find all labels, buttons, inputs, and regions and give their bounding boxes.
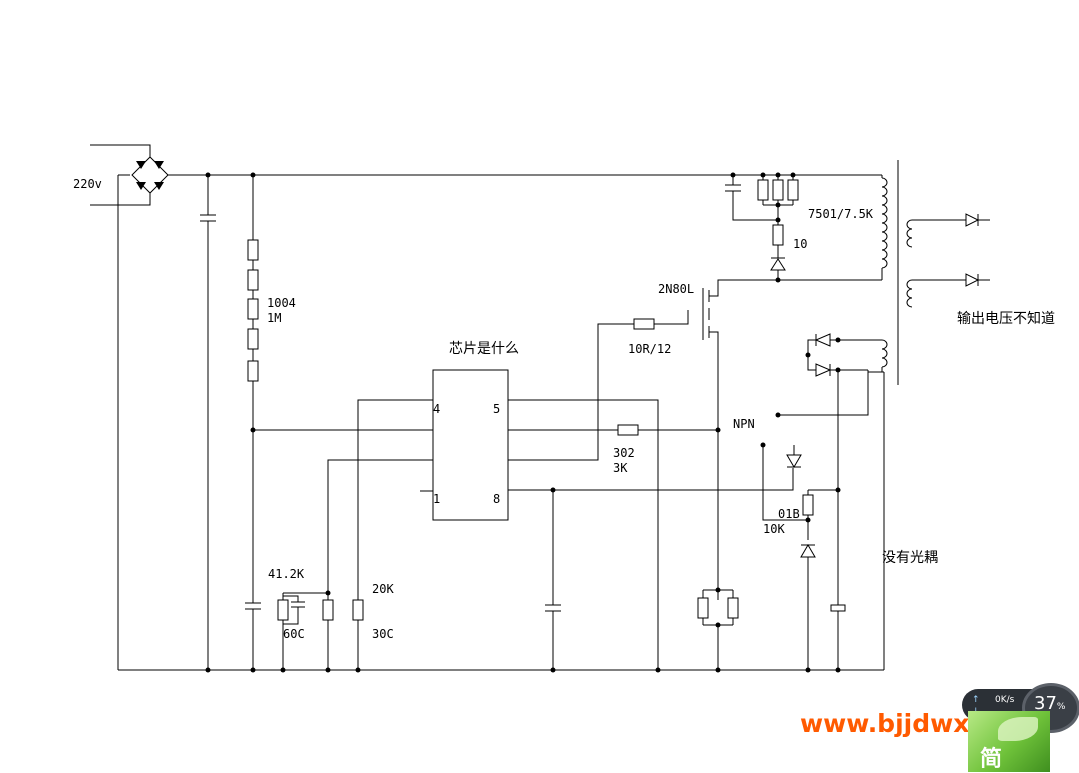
snubber-diode-resistor-label: 10 [793, 237, 807, 251]
resistor-chain-label: 1004 [267, 296, 296, 310]
output-unknown-label: 输出电压不知道 [957, 310, 1055, 327]
mosfet-label: 2N80L [658, 282, 694, 296]
ime-char: 简 [980, 747, 1003, 772]
percent-unit: % [1056, 702, 1066, 712]
control-chip [420, 369, 509, 521]
source-resistor-pair [697, 587, 739, 673]
npn-label: NPN [733, 417, 755, 431]
sense-resistor-value-label: 3K [613, 461, 628, 475]
gate-resistor-label: 10R/12 [628, 342, 671, 356]
percent-value: 37% [1034, 693, 1065, 714]
pin4-label: 4 [433, 402, 440, 416]
transformer-secondary-1 [906, 213, 990, 248]
pin8-label: 8 [493, 492, 500, 506]
mosfet [702, 277, 882, 600]
no-optocoupler-label: 没有光耦 [882, 550, 938, 566]
percent-ring [1022, 683, 1079, 733]
resistor-chain-value-label: 1M [267, 311, 281, 325]
zener-resistor-label: 10K [763, 522, 785, 536]
feedback-network [760, 442, 838, 673]
upload-arrow-icon: ↑ [972, 695, 980, 705]
r-20k-label: 20K [372, 582, 394, 596]
chip-wiring [253, 323, 794, 673]
aux-capacitor [830, 604, 846, 673]
ac-input [90, 144, 151, 670]
bulk-capacitor [200, 172, 216, 673]
r-41k-label: 41.2K [268, 567, 305, 581]
startup-resistor-chain [245, 172, 261, 673]
bridge-rectifier [131, 156, 180, 194]
pin1-label: 1 [433, 492, 440, 506]
snubber-network [725, 172, 799, 280]
cap-60c-label: 60C [283, 627, 305, 641]
sense-resistor-label: 302 [613, 446, 635, 460]
rc-network [277, 590, 364, 673]
gate-resistor [633, 310, 689, 330]
input-voltage-label: 220v [73, 177, 102, 191]
ime-leaf-shape [998, 717, 1038, 741]
speed-value: 0K/s [995, 695, 1015, 705]
transformer-secondary-2 [906, 273, 990, 308]
pin5-label: 5 [493, 402, 500, 416]
zener-label: 01B [778, 507, 800, 521]
aux-winding [775, 333, 888, 670]
percent-number: 37 [1034, 693, 1057, 714]
chip-question-label: 芯片是什么 [449, 341, 519, 357]
cap-30c-label: 30C [372, 627, 394, 641]
transformer-primary [881, 175, 888, 280]
snubber-resistors-label: 7501/7.5K [808, 207, 874, 221]
ime-indicator[interactable]: 简 [968, 711, 1050, 772]
vcc-capacitor [545, 490, 561, 673]
